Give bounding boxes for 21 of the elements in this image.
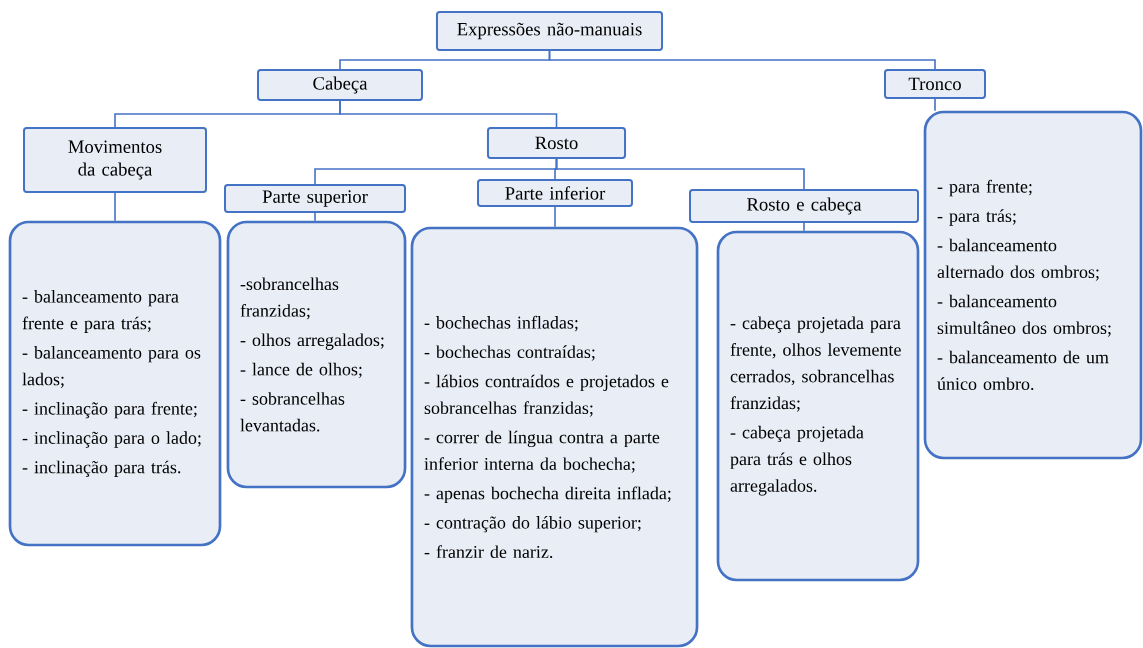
connector-line <box>555 158 805 190</box>
heading-box: Movimentos da cabeça <box>23 127 207 193</box>
list-box: - cabeça projetada para frente, olhos levemente cerrados, sobrancelhas franzidas; - cabeça projetada para trás e olhos arregalados. <box>716 230 920 582</box>
connector-line <box>114 192 116 222</box>
list-box: -sobrancelhas franzidas; - olhos arregalados; - lance de olhos; - sobrancelhas levantadas. <box>226 220 407 489</box>
heading-box: Parte superior <box>224 184 406 213</box>
connector-line <box>803 222 805 232</box>
heading-box: Tronco <box>884 69 986 99</box>
heading-box: Rosto e cabeça <box>689 189 919 223</box>
heading-box: Expressões não-manuais <box>435 11 664 51</box>
heading-box: Cabeça <box>257 69 423 101</box>
list-box: - bochechas infladas; - bochechas contraídas; - lábios contraídos e projetados e sobrancelhas franzidas; - correr de língua contra a parte inferior interna da bochecha; - apenas bochecha direita inflada; - contração do lábio superior; - franzir de nariz. <box>410 226 699 648</box>
connector-line <box>934 98 936 112</box>
connector-line <box>548 50 936 70</box>
connector-line <box>314 212 316 222</box>
list-box: - balanceamento para frente e para trás; - balanceamento para os lados; - inclinação para frente; - inclinação para o lado; - inclinação para trás. <box>8 220 222 547</box>
list-box: - para frente; - para trás; - balanceamento alternado dos ombros; - balanceamento simultâneo dos ombros; - balanceamento de um único ombro. <box>923 110 1143 460</box>
connector-line <box>554 206 556 228</box>
heading-box: Rosto <box>486 127 627 159</box>
heading-box: Parte inferior <box>477 179 633 207</box>
connector-line <box>339 100 558 128</box>
